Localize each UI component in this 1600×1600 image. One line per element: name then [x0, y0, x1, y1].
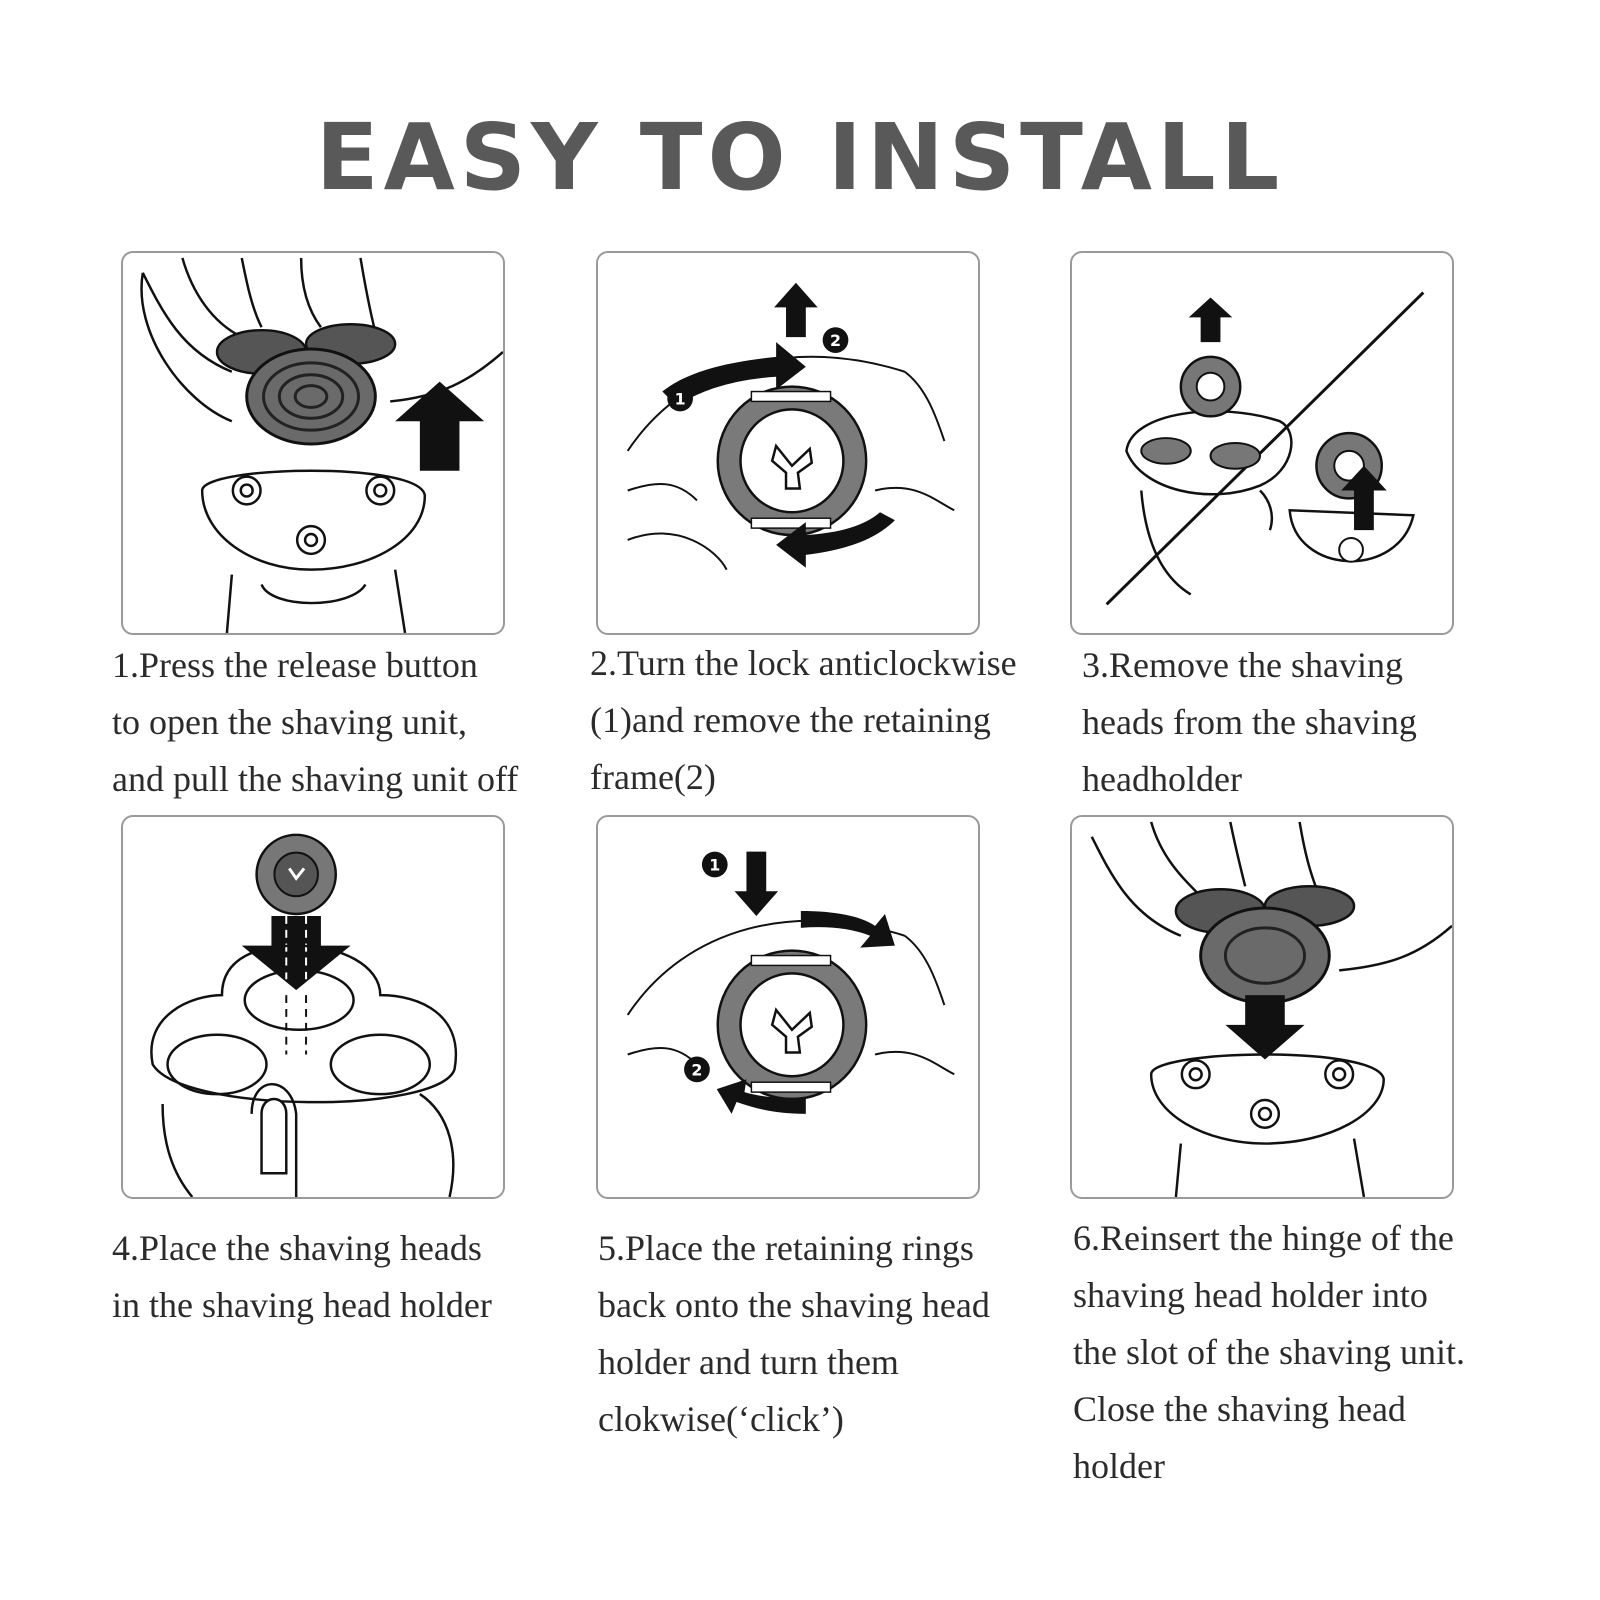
lock-turn-anticlockwise-icon: 1 2: [626, 282, 955, 571]
place-shaving-head-icon: [150, 833, 458, 1197]
step-3-caption: 3.Remove the shaving heads from the shav…: [1082, 637, 1417, 808]
step-1-illustration: [121, 251, 505, 635]
caption-line: (1)and remove the retaining: [590, 700, 991, 740]
caption-line: 2.Turn the lock anticlockwise: [590, 643, 1017, 683]
step-2-illustration: 1 2: [596, 251, 980, 635]
step-marker: 2: [684, 1056, 710, 1083]
svg-text:1: 1: [675, 389, 686, 408]
caption-line: headholder: [1082, 759, 1242, 799]
step-marker: 1: [667, 385, 693, 412]
step-marker: 2: [822, 327, 849, 353]
caption-line: back onto the shaving head: [598, 1285, 990, 1325]
caption-line: to open the shaving unit,: [112, 702, 467, 742]
caption-line: 4.Place the shaving heads: [112, 1228, 482, 1268]
svg-text:1: 1: [709, 855, 720, 874]
caption-line: and pull the shaving unit off: [112, 759, 519, 799]
caption-line: 1.Press the release button: [112, 645, 478, 685]
caption-line: the slot of the shaving unit.: [1073, 1332, 1465, 1372]
remove-shaving-head-icon: [1105, 291, 1425, 606]
caption-line: holder and turn them: [598, 1342, 899, 1382]
caption-line: frame(2): [590, 757, 716, 797]
step-5-illustration: 1 2: [596, 815, 980, 1199]
caption-line: heads from the shaving: [1082, 702, 1417, 742]
caption-line: in the shaving head holder: [112, 1285, 492, 1325]
caption-line: shaving head holder into: [1073, 1275, 1428, 1315]
caption-line: 5.Place the retaining rings: [598, 1228, 974, 1268]
page-title: EASY TO INSTALL: [315, 104, 1285, 211]
step-1-caption: 1.Press the release button to open the s…: [112, 637, 518, 808]
step-4-caption: 4.Place the shaving heads in the shaving…: [112, 1220, 492, 1334]
step-4-illustration: [121, 815, 505, 1199]
step-6-caption: 6.Reinsert the hinge of the shaving head…: [1073, 1210, 1465, 1495]
caption-line: Close the shaving head: [1073, 1389, 1406, 1429]
step-6-illustration: [1070, 815, 1454, 1199]
svg-text:2: 2: [691, 1060, 702, 1079]
step-3-illustration: [1070, 251, 1454, 635]
caption-line: 6.Reinsert the hinge of the: [1073, 1218, 1454, 1258]
ring-turn-clockwise-icon: 1 2: [626, 851, 955, 1114]
caption-line: clokwise(‘click’): [598, 1399, 844, 1439]
step-2-caption: 2.Turn the lock anticlockwise (1)and rem…: [590, 635, 1017, 806]
caption-line: 3.Remove the shaving: [1082, 645, 1403, 685]
caption-line: holder: [1073, 1446, 1165, 1486]
step-5-caption: 5.Place the retaining rings back onto th…: [598, 1220, 990, 1448]
reinsert-hinge-icon: [1090, 821, 1452, 1197]
shaver-head-release-icon: [140, 257, 503, 633]
step-marker: 1: [701, 851, 728, 878]
svg-text:2: 2: [830, 331, 841, 350]
